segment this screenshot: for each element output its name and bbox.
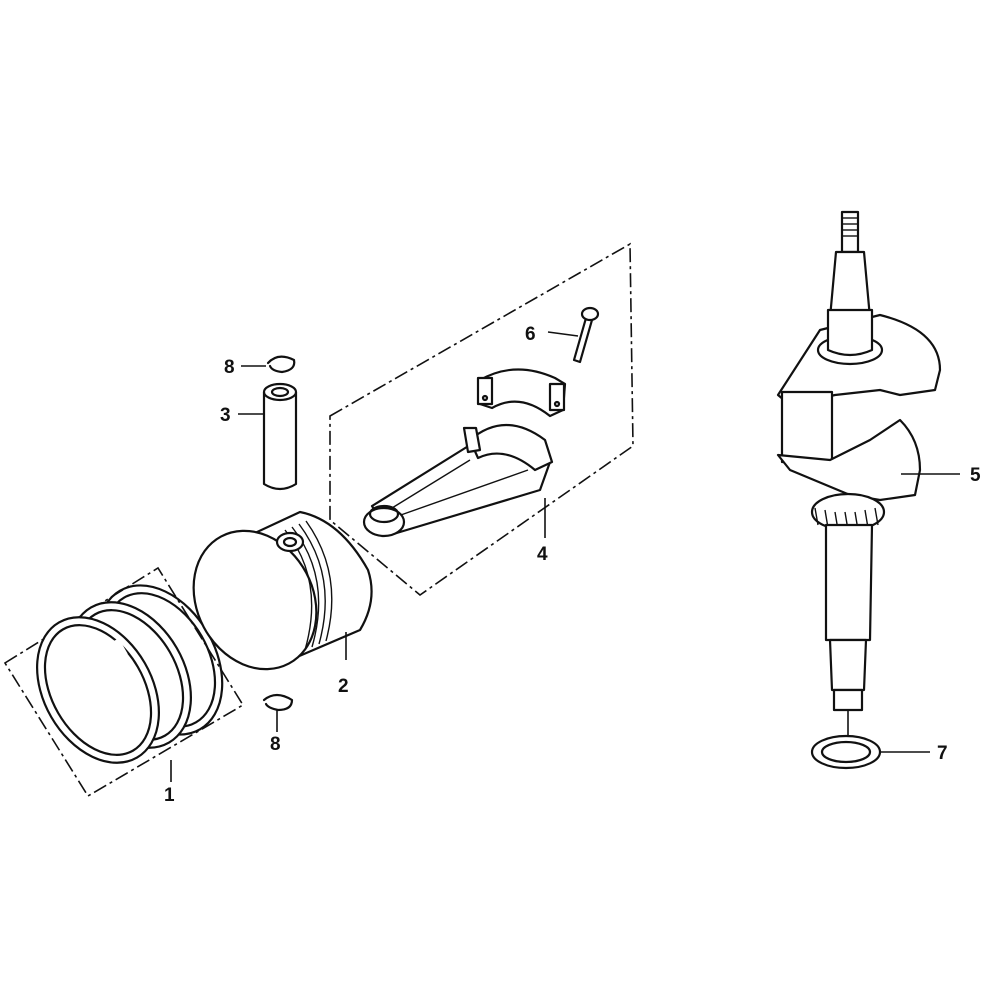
piston xyxy=(192,510,373,671)
ring-set-boundary xyxy=(3,566,245,798)
callout-1: 1 xyxy=(164,785,175,806)
callout-8-top: 8 xyxy=(224,357,235,378)
crankshaft xyxy=(776,210,960,740)
piston-pin xyxy=(238,382,298,491)
conrod-boundary xyxy=(329,242,634,597)
callout-6: 6 xyxy=(525,324,536,345)
callout-2: 2 xyxy=(338,676,349,697)
callout-8-bottom: 8 xyxy=(270,734,281,755)
callout-5: 5 xyxy=(970,465,981,486)
connecting-rod-assembly xyxy=(329,242,634,597)
callout-7: 7 xyxy=(937,743,948,764)
piston-pin-clip-bottom xyxy=(262,693,294,732)
piston-ring-set xyxy=(3,566,245,798)
callout-3: 3 xyxy=(220,405,231,426)
washer xyxy=(810,734,930,770)
piston-pin-clip-top xyxy=(241,355,296,374)
callout-4: 4 xyxy=(537,544,548,565)
